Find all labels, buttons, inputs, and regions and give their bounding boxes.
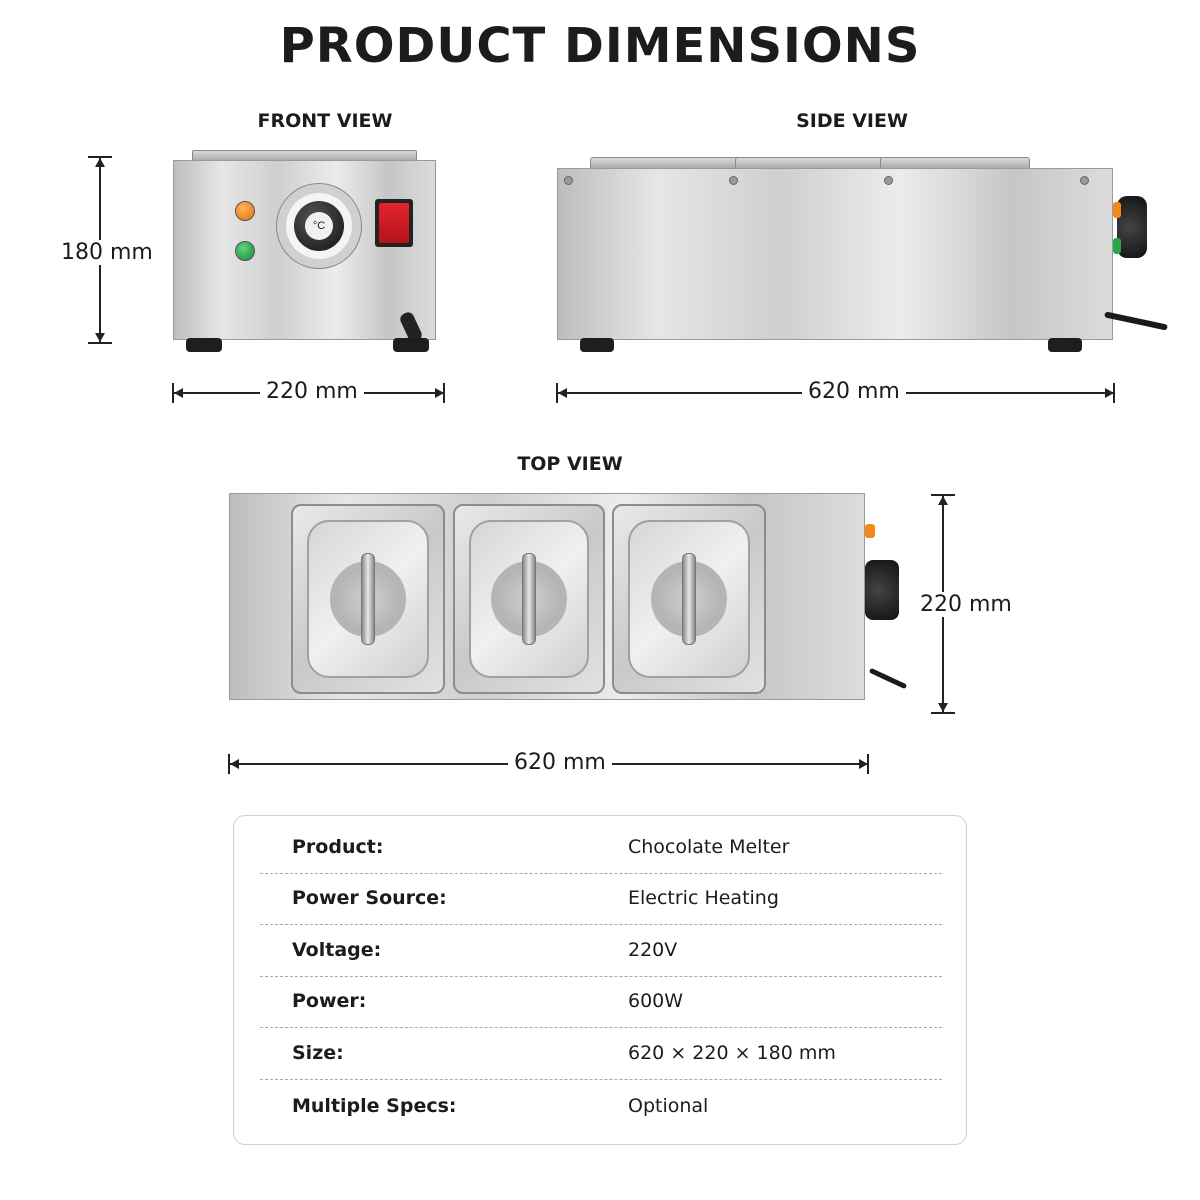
top-control-knob (865, 560, 899, 620)
side-body (557, 168, 1113, 340)
spec-value: Electric Heating (628, 887, 779, 909)
spec-row: Size: 620 × 220 × 180 mm (260, 1028, 942, 1080)
spec-value: Chocolate Melter (628, 836, 790, 858)
top-depth-tick-bottom (931, 712, 955, 714)
spec-divider (260, 924, 942, 925)
power-switch-rocker (379, 203, 409, 243)
dial-knob: °C (294, 201, 344, 251)
spec-value: Optional (628, 1095, 709, 1117)
page-title: PRODUCT DIMENSIONS (279, 18, 921, 74)
power-switch (375, 199, 413, 247)
tray-1 (291, 504, 445, 694)
top-width-arrow-left (230, 759, 239, 769)
front-width-tick-left (172, 383, 174, 403)
front-height-arrow-down (95, 333, 105, 342)
thermostat-dial: °C (276, 183, 362, 269)
side-width-arrow-left (558, 388, 567, 398)
lid-handle-bar (682, 553, 696, 645)
top-width-tick-left (228, 754, 230, 774)
tray-lid (307, 520, 429, 678)
dial-unit-label: °C (305, 212, 333, 240)
front-height-label: 180 mm (55, 240, 159, 265)
top-width-tick-right (867, 754, 869, 774)
front-foot-right (393, 338, 429, 352)
front-view-label: FRONT VIEW (257, 110, 393, 132)
side-width-tick-right (1113, 383, 1115, 403)
side-view-label: SIDE VIEW (796, 110, 908, 132)
spec-key: Product: (292, 836, 384, 858)
orange-indicator-light (235, 201, 255, 221)
side-foot-right (1048, 338, 1082, 352)
side-width-label: 620 mm (802, 379, 906, 404)
spec-key: Power: (292, 990, 367, 1012)
front-width-arrow-right (435, 388, 444, 398)
side-orange-light (1113, 202, 1121, 218)
front-height-tick-top (88, 156, 112, 158)
tray-lid (469, 520, 589, 678)
spec-value: 620 × 220 × 180 mm (628, 1042, 836, 1064)
spec-key: Size: (292, 1042, 344, 1064)
top-orange-light (865, 524, 875, 538)
spec-divider (260, 873, 942, 874)
top-width-arrow-right (859, 759, 868, 769)
front-width-arrow-left (174, 388, 183, 398)
green-indicator-light (235, 241, 255, 261)
spec-key: Voltage: (292, 939, 382, 961)
front-height-tick-bottom (88, 342, 112, 344)
side-screw (1080, 176, 1089, 185)
tray-2 (453, 504, 605, 694)
front-height-arrow-up (95, 158, 105, 167)
spec-divider (260, 1027, 942, 1028)
top-view-label: TOP VIEW (517, 453, 623, 475)
top-depth-tick-top (931, 494, 955, 496)
spec-key: Multiple Specs: (292, 1095, 457, 1117)
spec-key: Power Source: (292, 887, 447, 909)
top-depth-label: 220 mm (914, 592, 1018, 617)
lid-handle-bar (522, 553, 536, 645)
spec-row: Power: 600W (260, 976, 942, 1028)
top-width-label: 620 mm (508, 750, 612, 775)
spec-row: Multiple Specs: Optional (260, 1081, 942, 1133)
side-green-light (1113, 238, 1121, 254)
front-width-label: 220 mm (260, 379, 364, 404)
side-width-arrow-right (1105, 388, 1114, 398)
tray-3 (612, 504, 766, 694)
front-foot-left (186, 338, 222, 352)
front-width-tick-right (443, 383, 445, 403)
tray-lid (628, 520, 750, 678)
spec-row: Power Source: Electric Heating (260, 873, 942, 925)
side-power-cord (1104, 311, 1168, 331)
spec-divider (260, 976, 942, 977)
spec-table: Product: Chocolate Melter Power Source: … (233, 815, 967, 1145)
side-foot-left (580, 338, 614, 352)
spec-divider (260, 1079, 942, 1080)
side-screw (729, 176, 738, 185)
spec-value: 220V (628, 939, 678, 961)
side-width-tick-left (556, 383, 558, 403)
side-screw (564, 176, 573, 185)
spec-row: Voltage: 220V (260, 925, 942, 977)
side-control-knob (1113, 176, 1147, 286)
side-knob (1117, 196, 1147, 258)
top-power-cord (868, 667, 908, 690)
top-depth-arrow-down (938, 703, 948, 712)
lid-handle-bar (361, 553, 375, 645)
side-screw (884, 176, 893, 185)
spec-value: 600W (628, 990, 684, 1012)
top-depth-arrow-up (938, 496, 948, 505)
spec-row: Product: Chocolate Melter (260, 822, 942, 874)
